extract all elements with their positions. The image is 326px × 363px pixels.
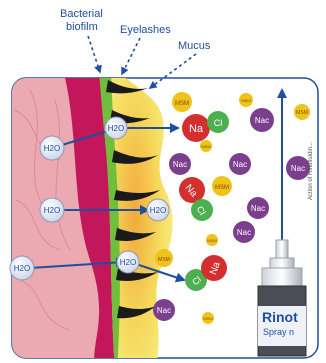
h2o-label: H2O	[44, 144, 60, 153]
msm-label: MSM	[215, 185, 229, 191]
nac-label: Nac	[251, 204, 265, 213]
nac-label: Nac	[157, 306, 171, 315]
h2o-label: H2O	[120, 258, 136, 267]
pointer-biofilm	[88, 36, 100, 72]
msm-label: MSM	[175, 101, 189, 107]
h2o-label: H2O	[44, 206, 60, 215]
msm-label: MSM	[203, 316, 212, 321]
product-name: Rinot	[262, 309, 298, 325]
nac-label: Nac	[173, 160, 187, 169]
msm-label: MSM	[158, 257, 170, 263]
msm-label: MSM	[241, 98, 250, 103]
nac-label: Nac	[255, 116, 269, 125]
nac-label: Nac	[237, 228, 251, 237]
h2o-label: H2O	[14, 264, 30, 273]
na-label: Na	[189, 123, 204, 135]
h2o-label: H2O	[108, 124, 124, 133]
nac-label: Nac	[233, 160, 247, 169]
product-subname: Spray n	[263, 327, 294, 337]
h2o-label: H2O	[150, 206, 166, 215]
nac-label: Nac	[291, 164, 305, 173]
sidebar-text: Action of Rinofluidin...	[308, 142, 314, 200]
cl-label: Cl	[214, 118, 223, 128]
msm-label: MSM	[207, 238, 216, 243]
msm-label: MSM	[296, 110, 308, 116]
pointer-eyelashes	[122, 38, 140, 74]
msm-label: MSM	[201, 144, 210, 149]
